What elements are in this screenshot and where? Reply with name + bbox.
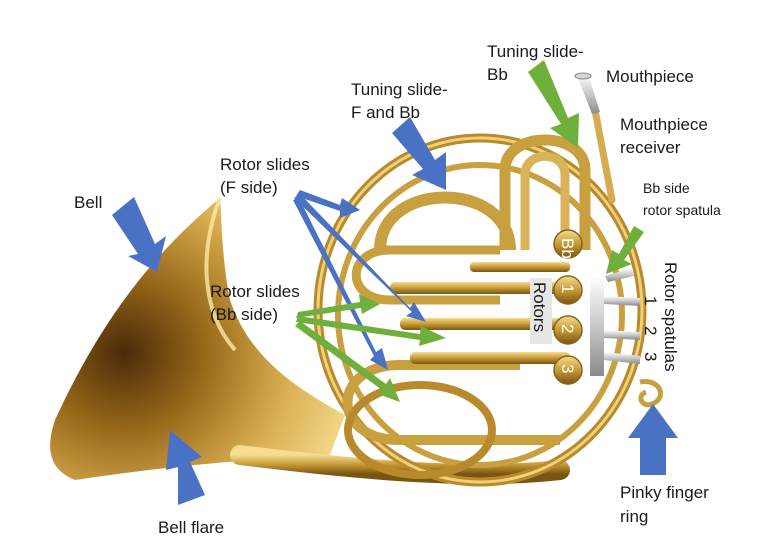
rotor-column: Bb 1 2 3 — [553, 229, 583, 385]
label-pinky-finger-ring: Pinky finger ring — [620, 483, 714, 526]
arrow-rotor-slides-bb-3 — [295, 321, 400, 402]
rotor-slide-loop-lower — [342, 360, 560, 445]
arrow-tuning-slide-f-bb — [392, 117, 446, 190]
arrow-rotor-slides-bb-2 — [296, 316, 446, 346]
bell-rim-highlight — [204, 197, 237, 352]
rotor-spatulas-shape — [590, 268, 640, 376]
mouthpiece-receiver-shape — [591, 106, 616, 204]
labels: Tuning slide- Bb Mouthpiece Tuning slide… — [74, 42, 721, 537]
mouthpiece-shape — [578, 74, 600, 114]
pinky-finger-ring-shape — [638, 379, 663, 408]
arrow-bell — [112, 197, 166, 272]
rotor-marking-2: 2 — [558, 324, 577, 333]
rotor-2 — [553, 315, 583, 345]
arrow-bb-spatula — [606, 226, 644, 274]
arrow-rotor-slides-f-2 — [294, 194, 426, 322]
label-mouthpiece: Mouthpiece — [606, 67, 694, 86]
label-bell: Bell — [74, 193, 102, 212]
main-coil-inner — [335, 162, 625, 468]
rotors-label: Rotors — [530, 282, 549, 332]
arrow-rotor-slides-bb-1 — [296, 294, 380, 318]
rotor-1 — [553, 275, 583, 305]
spatula-marking-3: 3 — [641, 352, 660, 361]
rotor-bb — [553, 229, 583, 259]
rotors-label-bg — [530, 278, 552, 344]
mouthpiece-rim — [574, 72, 592, 80]
tuning-slide-bb-shape — [499, 134, 591, 250]
arrow-pinky-finger-ring — [628, 404, 678, 475]
label-tuning-slide-f-bb: Tuning slide- F and Bb — [351, 80, 452, 122]
bell-shape — [50, 198, 346, 480]
label-mouthpiece-receiver: Mouthpiece receiver — [620, 115, 713, 157]
label-rotor-slides-bb: Rotor slides (Bb side) — [210, 282, 305, 324]
spatula-marking-1: 1 — [641, 296, 660, 305]
label-bb-side-rotor-spatula: Bb side rotor spatula — [643, 180, 721, 218]
rotor-marking-1: 1 — [558, 284, 577, 293]
arrow-bell-flare — [166, 430, 205, 505]
rotor-3 — [553, 355, 583, 385]
label-rotor-slides-f: Rotor slides (F side) — [220, 155, 315, 197]
valve-tubes — [390, 262, 570, 364]
label-rotor-spatulas: Rotor spatulas — [661, 262, 680, 372]
arrow-rotor-slides-f-3 — [293, 198, 388, 370]
rotor-slide-loop-upper — [351, 245, 500, 305]
spatula-marking-2: 2 — [641, 326, 660, 335]
lower-coil-loop — [344, 381, 496, 479]
rotor-marking-3: 3 — [558, 364, 577, 373]
arrows — [112, 60, 678, 505]
label-tuning-slide-bb: Tuning slide- Bb — [487, 42, 588, 84]
label-bell-flare: Bell flare — [158, 518, 224, 537]
arrow-tuning-slide-bb — [528, 60, 579, 148]
arrow-rotor-slides-f-1 — [296, 190, 360, 218]
tuning-slide-f-bb-shape — [374, 191, 516, 251]
tuning-slide-bb-inner — [520, 151, 570, 250]
rotor-marking-bb: Bb — [558, 238, 577, 259]
